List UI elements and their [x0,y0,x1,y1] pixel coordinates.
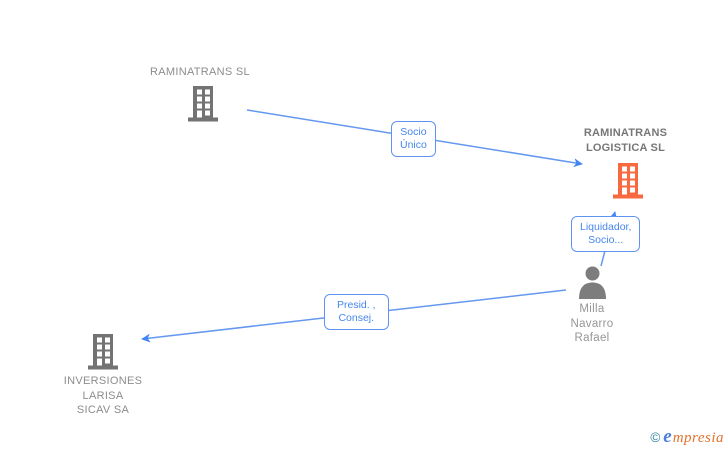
node-label-inversiones-larisa-sicav-sa: INVERSIONES LARISA SICAV SA [63,375,143,416]
brand-text: mpresia [672,430,724,446]
building-icon [613,163,643,199]
node-label-raminatrans-logistica-sl: RAMINATRANS LOGISTICA SL [583,127,668,154]
edge-label-presid-consej[interactable]: Presid. , Consej. [324,294,389,330]
edge-label-liquidador-socio[interactable]: Liquidador, Socio... [571,216,641,252]
person-icon [579,266,606,299]
building-icon [188,86,218,122]
copyright-icon: © [650,430,661,445]
empresia-logo[interactable]: © e mpresia [650,426,724,448]
node-label-raminatrans-sl: RAMINATRANS SL [150,66,250,78]
edge-label-socio-unico[interactable]: Socio Único [391,121,436,157]
brand-letter-e: e [663,426,672,447]
node-label-milla-navarro-rafael: Milla Navarro Rafael [570,303,614,344]
building-icon [88,334,118,370]
